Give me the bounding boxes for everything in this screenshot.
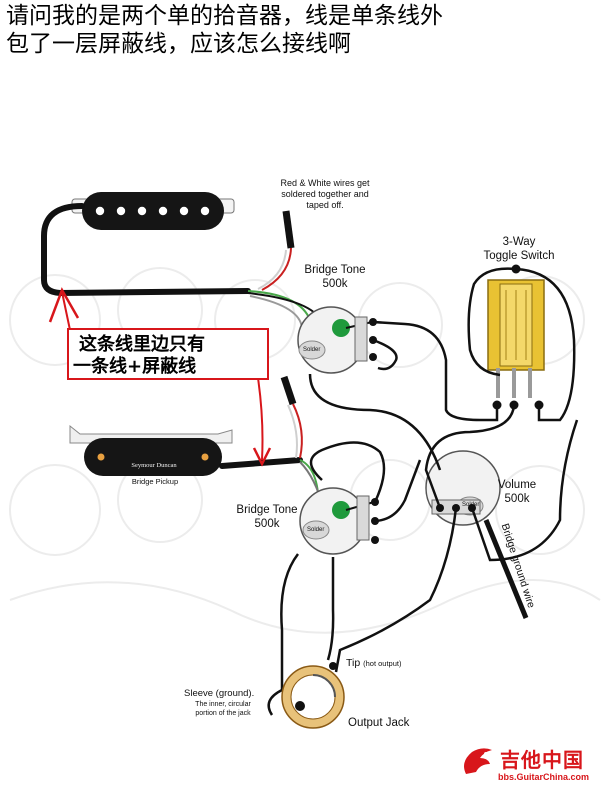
output-jack xyxy=(267,662,345,729)
solder-label-volume: Solder xyxy=(462,502,480,508)
pickup-brand: Seymour Duncan xyxy=(131,462,177,469)
taped-wires-top xyxy=(282,210,295,249)
question-line-1: 请问我的是两个单的拾音器，线是单条线外 xyxy=(6,3,443,29)
watermark-text: 吉他中国 xyxy=(500,748,584,772)
label-tip: Tip (hot output) xyxy=(346,657,402,669)
solder-label-bottom: Solder xyxy=(307,527,325,533)
annotation-line-1: 这条线里边只有 xyxy=(79,334,205,355)
bridge-ground-wire xyxy=(483,519,529,619)
label-bridge-pickup: Bridge Pickup xyxy=(131,477,179,486)
annotation-box: 这条线里边只有 一条线+屏蔽线 xyxy=(67,328,269,380)
label-bridge-tone-top: Bridge Tone 500k xyxy=(304,264,366,290)
tone-pot-top xyxy=(297,306,377,374)
label-sleeve-note: The inner, circular portion of the jack xyxy=(195,701,251,717)
label-toggle-switch: 3-Way Toggle Switch xyxy=(483,236,555,262)
taped-wires-bottom xyxy=(280,375,297,406)
annotation-arrows xyxy=(48,287,272,467)
watermark-url: bbs.GuitarChina.com xyxy=(498,772,590,782)
annotation-line-2: 一条线+屏蔽线 xyxy=(73,356,197,377)
neck-pickup-cable xyxy=(41,203,251,297)
bridge-pickup xyxy=(69,424,233,476)
toggle-switch xyxy=(487,264,545,410)
tone-pot-bottom xyxy=(299,487,379,555)
red-white-note: Red & White wires get soldered together … xyxy=(280,178,370,210)
label-sleeve: Sleeve (ground). xyxy=(184,688,255,699)
label-output-jack: Output Jack xyxy=(348,717,410,729)
label-volume: Volume 500k xyxy=(497,479,537,505)
hookup-wires xyxy=(280,267,579,690)
neck-pickup xyxy=(71,192,235,230)
solder-label-top: Solder xyxy=(303,347,321,353)
question-line-2: 包了一层屏蔽线，应该怎么接线啊 xyxy=(6,31,351,57)
label-bridge-tone-bottom: Bridge Tone 500k xyxy=(236,504,298,530)
guitarchina-logo-icon xyxy=(464,748,492,774)
